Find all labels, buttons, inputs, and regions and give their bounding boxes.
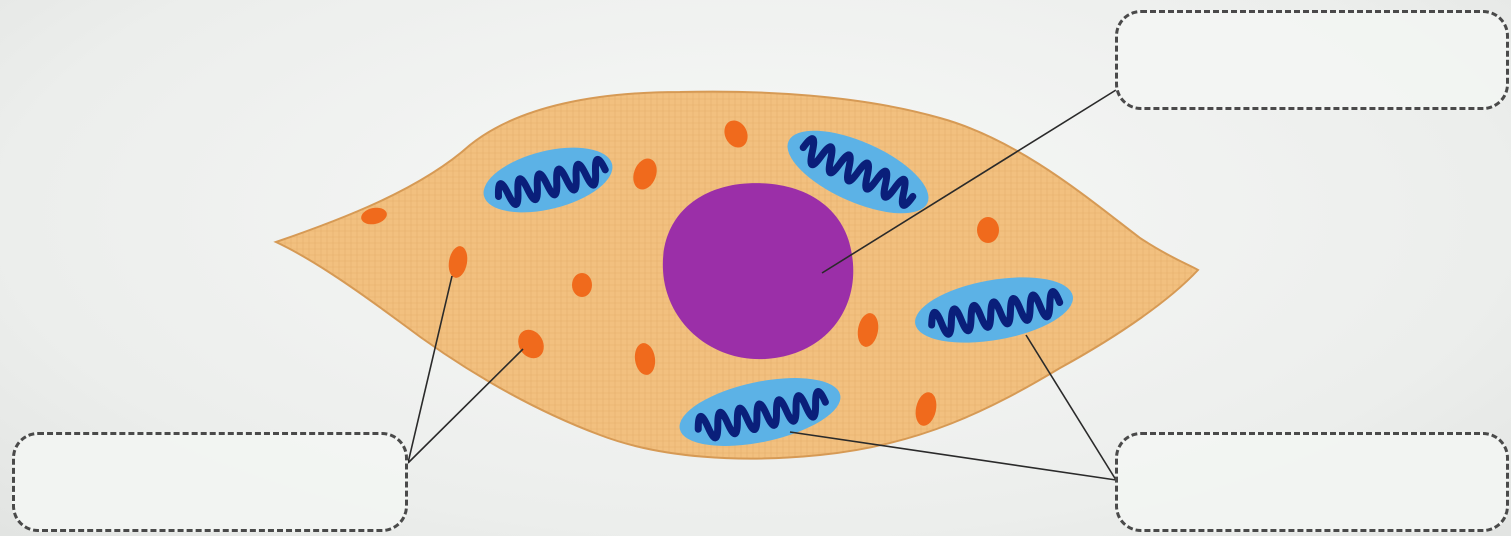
label-box-ribosome[interactable] — [12, 432, 408, 532]
ribosome — [977, 217, 999, 243]
leader-line-mitochondria — [790, 432, 1116, 480]
label-box-mitochondria[interactable] — [1115, 432, 1509, 532]
label-box-nucleus[interactable] — [1115, 10, 1509, 110]
ribosome — [572, 273, 592, 297]
